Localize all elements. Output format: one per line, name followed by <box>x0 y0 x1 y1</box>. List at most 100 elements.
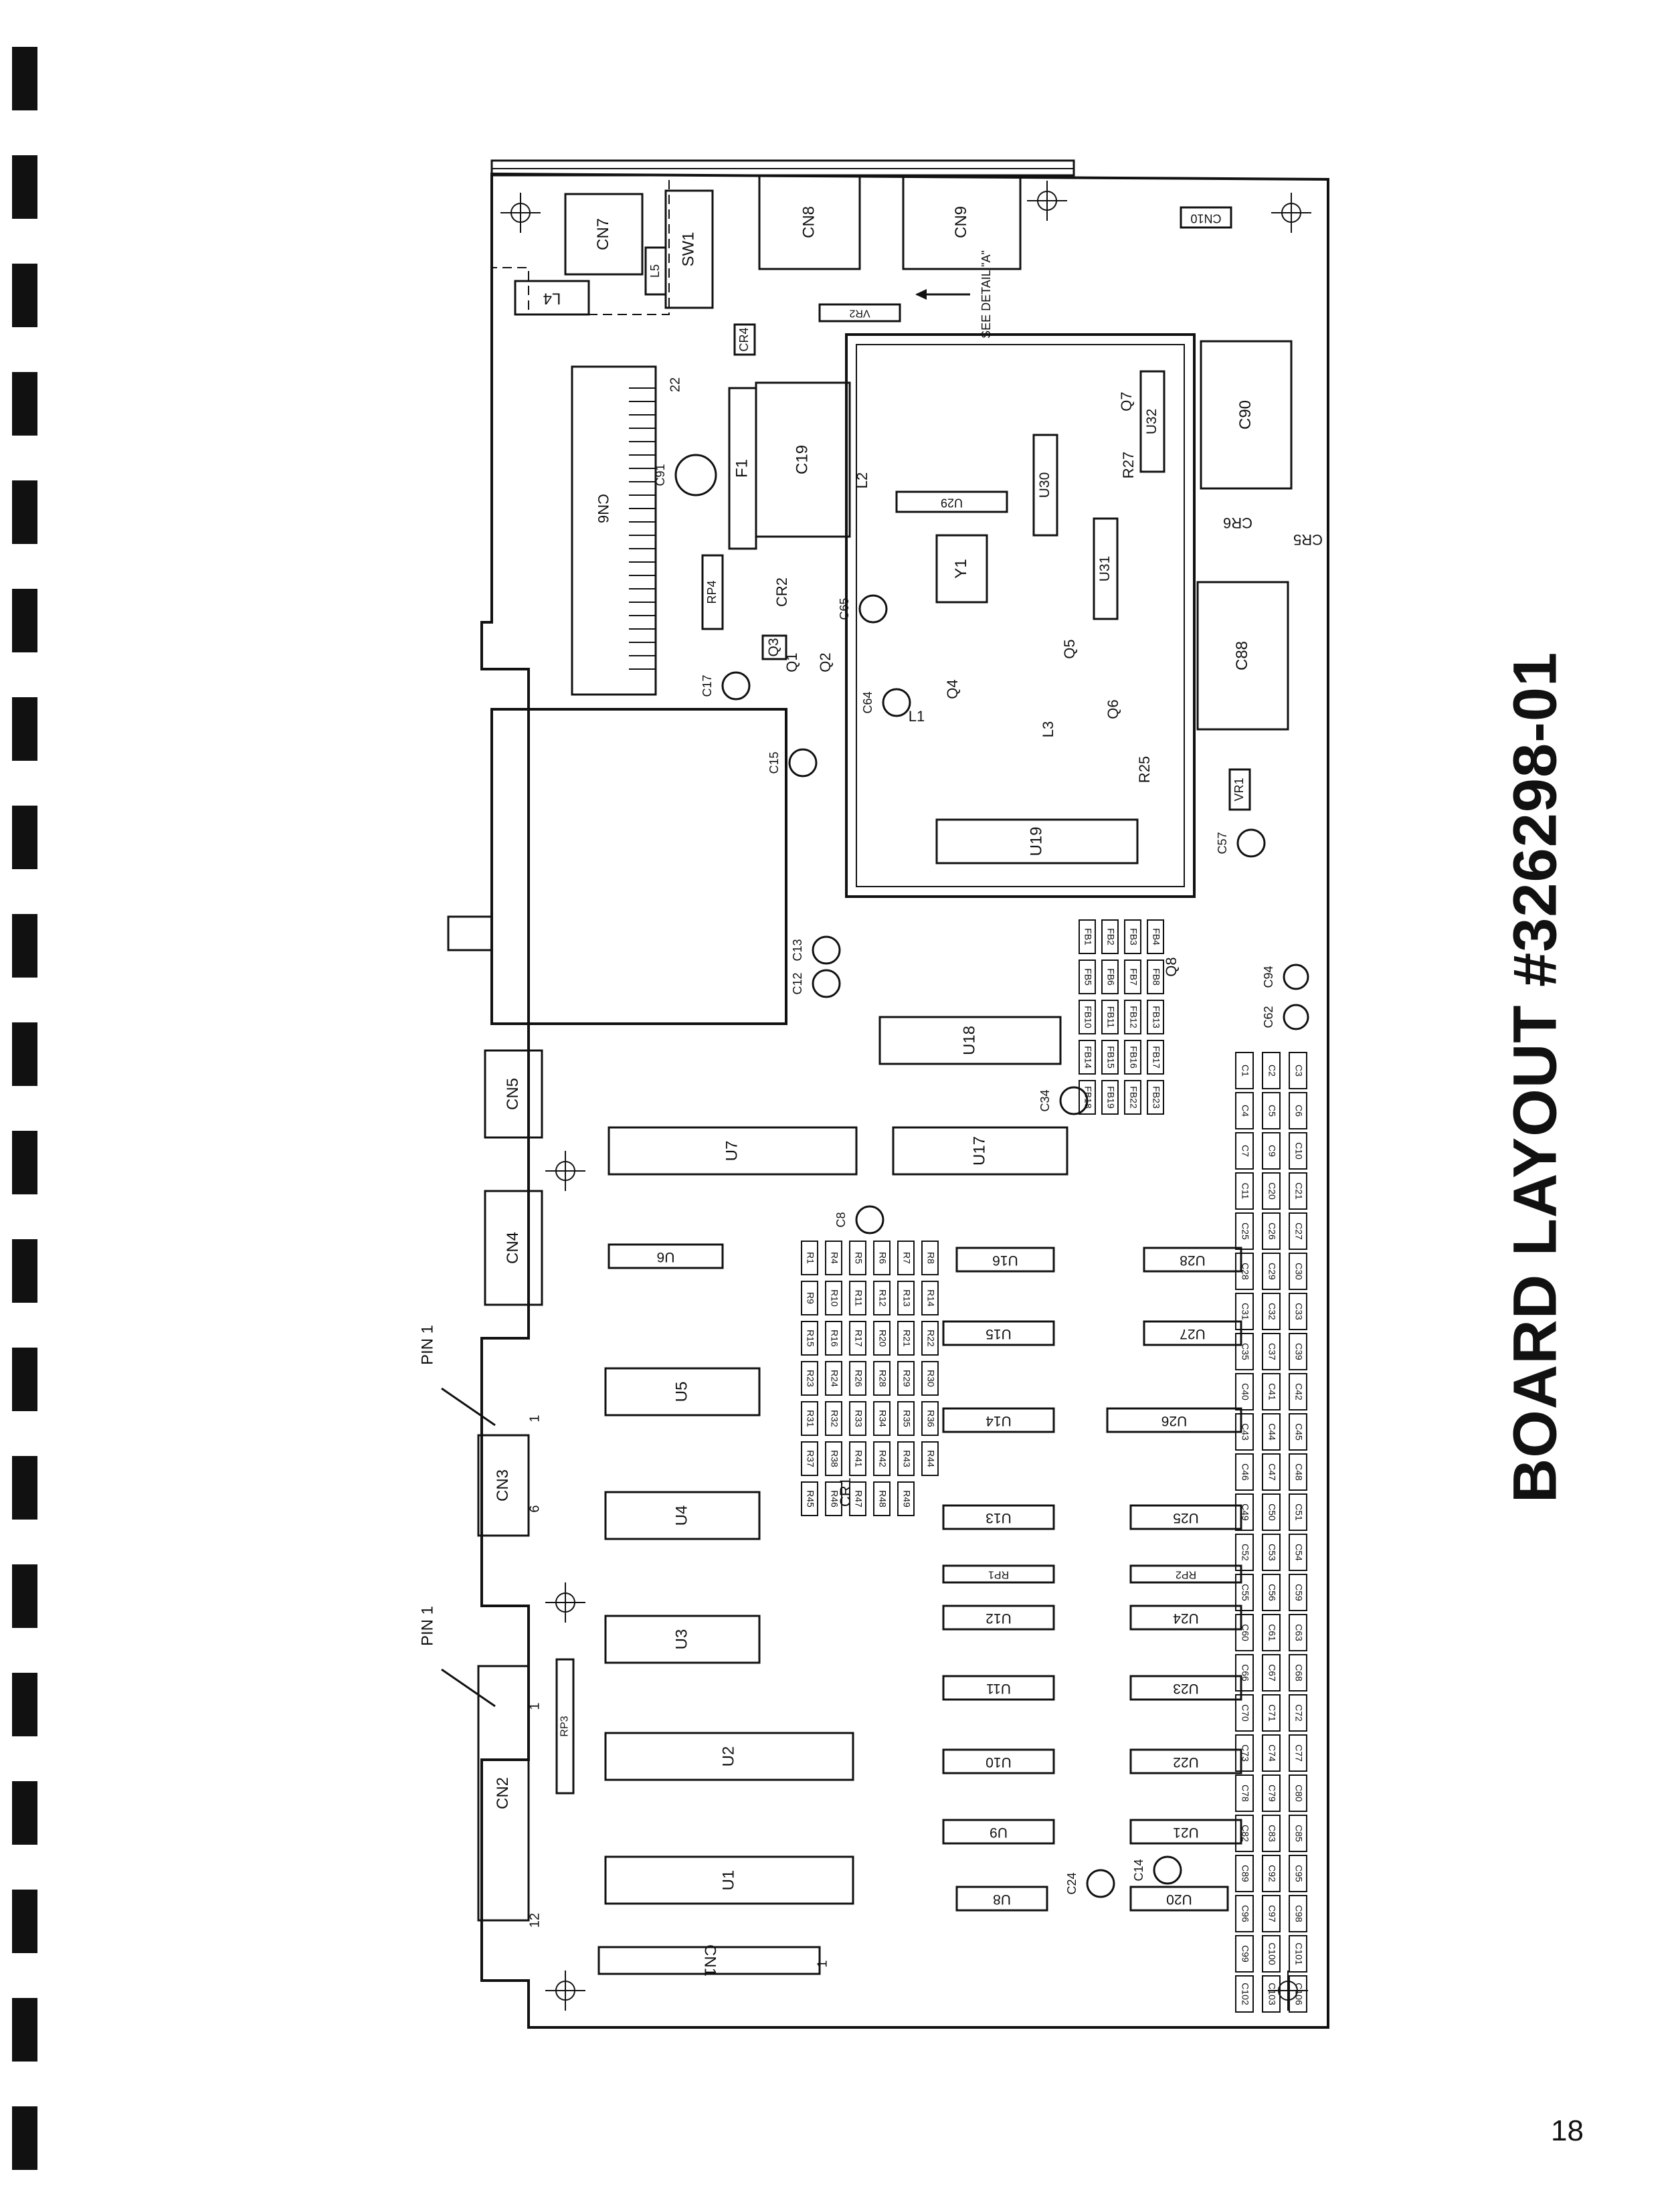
part-u9: U9 <box>942 1819 1055 1845</box>
part-u13: U13 <box>942 1504 1055 1530</box>
svg-text:L4: L4 <box>543 290 561 308</box>
svg-text:1: 1 <box>815 1960 830 1967</box>
svg-text:U29: U29 <box>941 496 963 509</box>
svg-text:C74: C74 <box>1267 1744 1277 1762</box>
svg-text:C6: C6 <box>1293 1105 1304 1117</box>
svg-text:C35: C35 <box>1240 1343 1250 1360</box>
part-r8: R8 <box>921 1241 939 1275</box>
svg-text:U21: U21 <box>1173 1825 1199 1840</box>
svg-text:FB11: FB11 <box>1105 1006 1116 1028</box>
svg-text:C1: C1 <box>1240 1065 1250 1077</box>
svg-text:R29: R29 <box>901 1370 912 1387</box>
part-u29: U29 <box>895 490 1008 513</box>
part-u14: U14 <box>942 1407 1055 1433</box>
part-fb16: FB16 <box>1124 1040 1141 1075</box>
svg-text:R20: R20 <box>877 1330 888 1347</box>
part-u32: U32 <box>1139 370 1165 473</box>
part-rp2: RP2 <box>1129 1564 1242 1584</box>
part-r46: R46 <box>825 1481 842 1516</box>
part-c26: C26 <box>1262 1212 1281 1250</box>
svg-text:Q4: Q4 <box>944 679 961 699</box>
svg-text:R16: R16 <box>829 1330 840 1347</box>
svg-text:R42: R42 <box>877 1450 888 1467</box>
svg-text:C89: C89 <box>1240 1865 1250 1882</box>
part-cn1: CN1 <box>597 1944 821 1977</box>
svg-text:U5: U5 <box>672 1382 690 1402</box>
part-c10: C10 <box>1289 1132 1307 1170</box>
part-f1: F1 <box>728 387 757 550</box>
part-c17: C17 <box>701 671 751 701</box>
part-c32: C32 <box>1262 1293 1281 1330</box>
part-u20: U20 <box>1129 1886 1229 1912</box>
part-c5: C5 <box>1262 1092 1281 1129</box>
svg-text:C15: C15 <box>767 751 781 773</box>
binding-hole <box>12 264 37 327</box>
svg-text:C17: C17 <box>701 674 714 697</box>
svg-text:C29: C29 <box>1267 1263 1277 1280</box>
svg-text:L3: L3 <box>1040 721 1056 737</box>
part-c67: C67 <box>1262 1654 1281 1692</box>
part-r1: R1 <box>801 1241 818 1275</box>
part-u21: U21 <box>1129 1819 1242 1845</box>
svg-text:C79: C79 <box>1267 1785 1277 1802</box>
svg-text:R46: R46 <box>829 1490 840 1508</box>
part-fb10: FB10 <box>1079 1000 1096 1034</box>
svg-text:CR4: CR4 <box>737 327 751 351</box>
svg-text:U8: U8 <box>993 1892 1011 1907</box>
page-title: BOARD LAYOUT #326298-01 <box>1501 651 1570 1503</box>
svg-text:C10: C10 <box>1293 1142 1304 1160</box>
binding-hole <box>12 914 37 978</box>
binding-hole <box>12 480 37 544</box>
part-fb13: FB13 <box>1147 1000 1164 1034</box>
svg-text:C9: C9 <box>1267 1145 1277 1157</box>
part-u16: U16 <box>955 1247 1055 1273</box>
part-c40: C40 <box>1235 1373 1254 1410</box>
svg-text:C8: C8 <box>834 1212 848 1227</box>
svg-text:U14: U14 <box>986 1413 1012 1429</box>
svg-text:U11: U11 <box>986 1681 1011 1696</box>
svg-text:C43: C43 <box>1240 1423 1250 1441</box>
part-c11: C11 <box>1235 1172 1254 1210</box>
part-c57: C57 <box>1216 828 1266 858</box>
svg-text:CN7: CN7 <box>594 218 612 250</box>
part-cn3: CN3 <box>477 1434 530 1537</box>
part-c53: C53 <box>1262 1534 1281 1571</box>
part-u8: U8 <box>955 1886 1048 1912</box>
part-fb14: FB14 <box>1079 1040 1096 1075</box>
svg-text:C97: C97 <box>1267 1905 1277 1922</box>
svg-text:CN4: CN4 <box>504 1232 522 1264</box>
part-u4: U4 <box>604 1491 761 1540</box>
svg-text:C64: C64 <box>861 691 874 713</box>
svg-text:C31: C31 <box>1240 1303 1250 1320</box>
part-r36: R36 <box>921 1401 939 1436</box>
svg-text:R17: R17 <box>853 1330 864 1347</box>
part-c96: C96 <box>1235 1895 1254 1932</box>
svg-text:C83: C83 <box>1267 1825 1277 1842</box>
svg-text:R22: R22 <box>925 1330 936 1347</box>
svg-text:C68: C68 <box>1293 1664 1304 1681</box>
svg-text:C102: C102 <box>1240 1983 1250 2005</box>
power-corner-outline <box>491 175 670 315</box>
part-c98: C98 <box>1289 1895 1307 1932</box>
part-r24: R24 <box>825 1361 842 1396</box>
part-l5: L5 <box>644 246 667 296</box>
svg-text:U31: U31 <box>1097 556 1113 582</box>
part-fb2: FB2 <box>1101 919 1119 954</box>
svg-text:Q6: Q6 <box>1105 699 1121 719</box>
part-c73: C73 <box>1235 1734 1254 1772</box>
part-r17: R17 <box>849 1321 866 1356</box>
part-c82: C82 <box>1235 1815 1254 1852</box>
part-y1: Y1 <box>935 534 988 604</box>
part-c71: C71 <box>1262 1694 1281 1732</box>
svg-text:RP3: RP3 <box>559 1716 571 1736</box>
part-r32: R32 <box>825 1401 842 1436</box>
part-fb3: FB3 <box>1124 919 1141 954</box>
svg-text:U18: U18 <box>960 1026 978 1055</box>
svg-text:R45: R45 <box>805 1490 816 1508</box>
svg-text:C49: C49 <box>1240 1503 1250 1521</box>
part-q5: Q5 <box>1061 639 1078 658</box>
svg-text:U25: U25 <box>1173 1510 1199 1526</box>
svg-text:R14: R14 <box>925 1289 936 1307</box>
binding-hole <box>12 372 37 436</box>
svg-text:C61: C61 <box>1267 1624 1277 1641</box>
